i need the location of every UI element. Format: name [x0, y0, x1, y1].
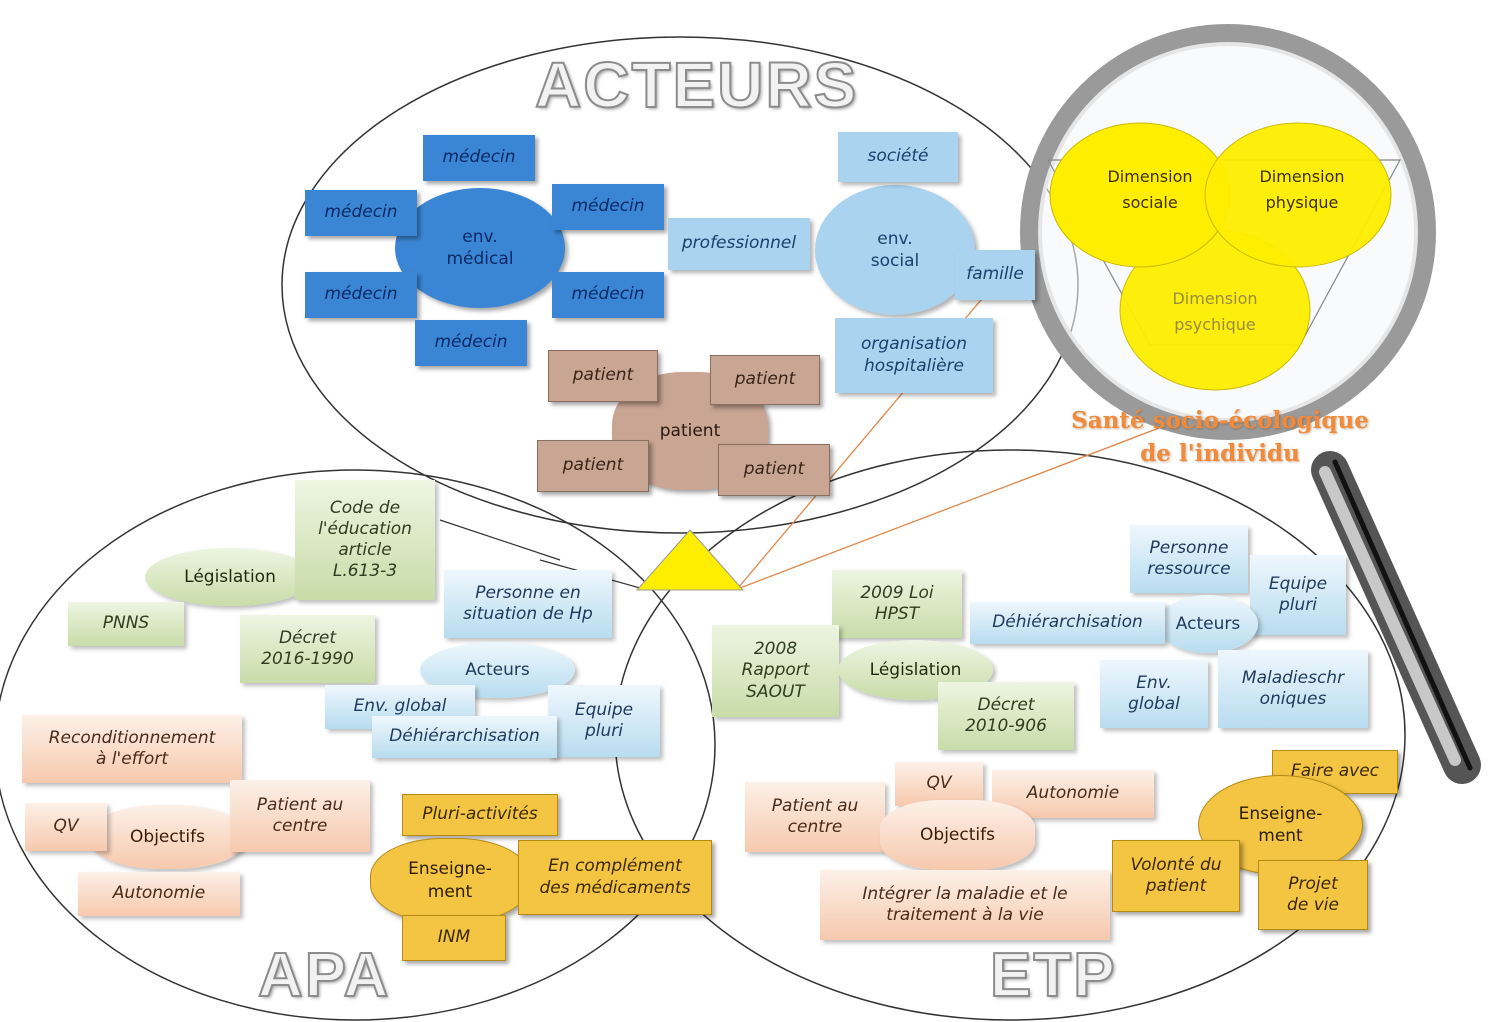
dimension-physique-label: Dimension physique [1259, 167, 1345, 212]
etp-env-global-box: Env. global [1100, 660, 1208, 728]
organisation-box: organisation hospitalière [835, 318, 993, 393]
etp-dehierarchisation-box: Déhiérarchisation [970, 602, 1165, 644]
volonte-patient-box: Volonté du patient [1112, 840, 1240, 912]
projet-vie-box: Projet de vie [1258, 860, 1368, 930]
apa-enseignement-hub: Enseigne- ment [370, 838, 530, 923]
integrer-maladie-box: Intégrer la maladie et le traitement à l… [820, 870, 1110, 940]
patient-box: patient [548, 350, 658, 402]
personne-ressource-box: Personne ressource [1130, 525, 1248, 593]
apa-title: APA [257, 940, 391, 1011]
personne-situation-box: Personne en situation de Hp [444, 570, 612, 638]
decret-2016-box: Décret 2016-1990 [240, 615, 375, 683]
medecin-box: médecin [305, 190, 417, 236]
apa-legislation-hub: Législation [145, 548, 315, 606]
dimension-sociale-label: Dimension sociale [1107, 167, 1193, 212]
sante-socio-ecologique-label: Santé socio-écologique de l'individu [1071, 407, 1369, 468]
apa-qv-box: QV [25, 803, 107, 851]
medecin-box: médecin [552, 184, 664, 230]
env-medical-hub: env. médical [395, 188, 565, 308]
etp-objectifs-hub: Objectifs [880, 800, 1035, 870]
reconditionnement-box: Reconditionnement à l'effort [22, 715, 242, 783]
decret-2010-box: Décret 2010-906 [938, 682, 1074, 750]
medecin-box: médecin [552, 272, 664, 318]
pluri-activites-box: Pluri-activités [402, 794, 558, 836]
magnifier-handle [1311, 451, 1481, 784]
etp-title: ETP [989, 940, 1117, 1011]
physique-ellipse [1204, 122, 1392, 268]
etp-autonomie-box: Autonomie [992, 770, 1154, 818]
societe-box: société [838, 132, 958, 182]
apa-objectifs-hub: Objectifs [90, 805, 245, 869]
apa-autonomie-box: Autonomie [78, 872, 240, 916]
env-social-hub: env. social [815, 185, 975, 315]
medecin-box: médecin [415, 320, 527, 366]
rapport-saout-box: 2008 Rapport SAOUT [712, 625, 839, 717]
connector-line [439, 519, 561, 561]
patient-box: patient [710, 355, 820, 405]
famille-box: famille [955, 250, 1035, 300]
etp-equipe-pluri-box: Equipe pluri [1250, 555, 1346, 635]
zoom-line [739, 419, 1181, 589]
etp-acteurs-hub: Acteurs [1158, 595, 1258, 653]
apa-patient-centre-box: Patient au centre [230, 780, 370, 852]
professionnel-box: professionnel [668, 218, 810, 270]
equipe-pluri-box: Equipe pluri [548, 685, 660, 757]
etp-patient-centre-box: Patient au centre [745, 782, 885, 852]
medecin-box: médecin [423, 135, 535, 181]
medecin-box: médecin [305, 272, 417, 318]
dehierarchisation-box: Déhiérarchisation [372, 716, 557, 758]
loi-hpst-box: 2009 Loi HPST [832, 570, 962, 638]
complement-medicaments-box: En complément des médicaments [518, 840, 712, 915]
patient-box: patient [537, 440, 649, 492]
inm-box: INM [402, 915, 506, 961]
patient-box: patient [718, 444, 830, 496]
pnns-box: PNNS [68, 602, 184, 646]
etp-qv-box: QV [895, 762, 983, 806]
code-education-box: Code de l'éducation article L.613-3 [295, 480, 435, 600]
apa-circle [0, 469, 716, 1021]
acteurs-title: ACTEURS [534, 48, 859, 122]
dimension-psychique-label: Dimension psychique [1172, 289, 1258, 334]
maladies-chroniques-box: Maladieschr oniques [1218, 650, 1368, 728]
center-triangle [635, 529, 745, 591]
